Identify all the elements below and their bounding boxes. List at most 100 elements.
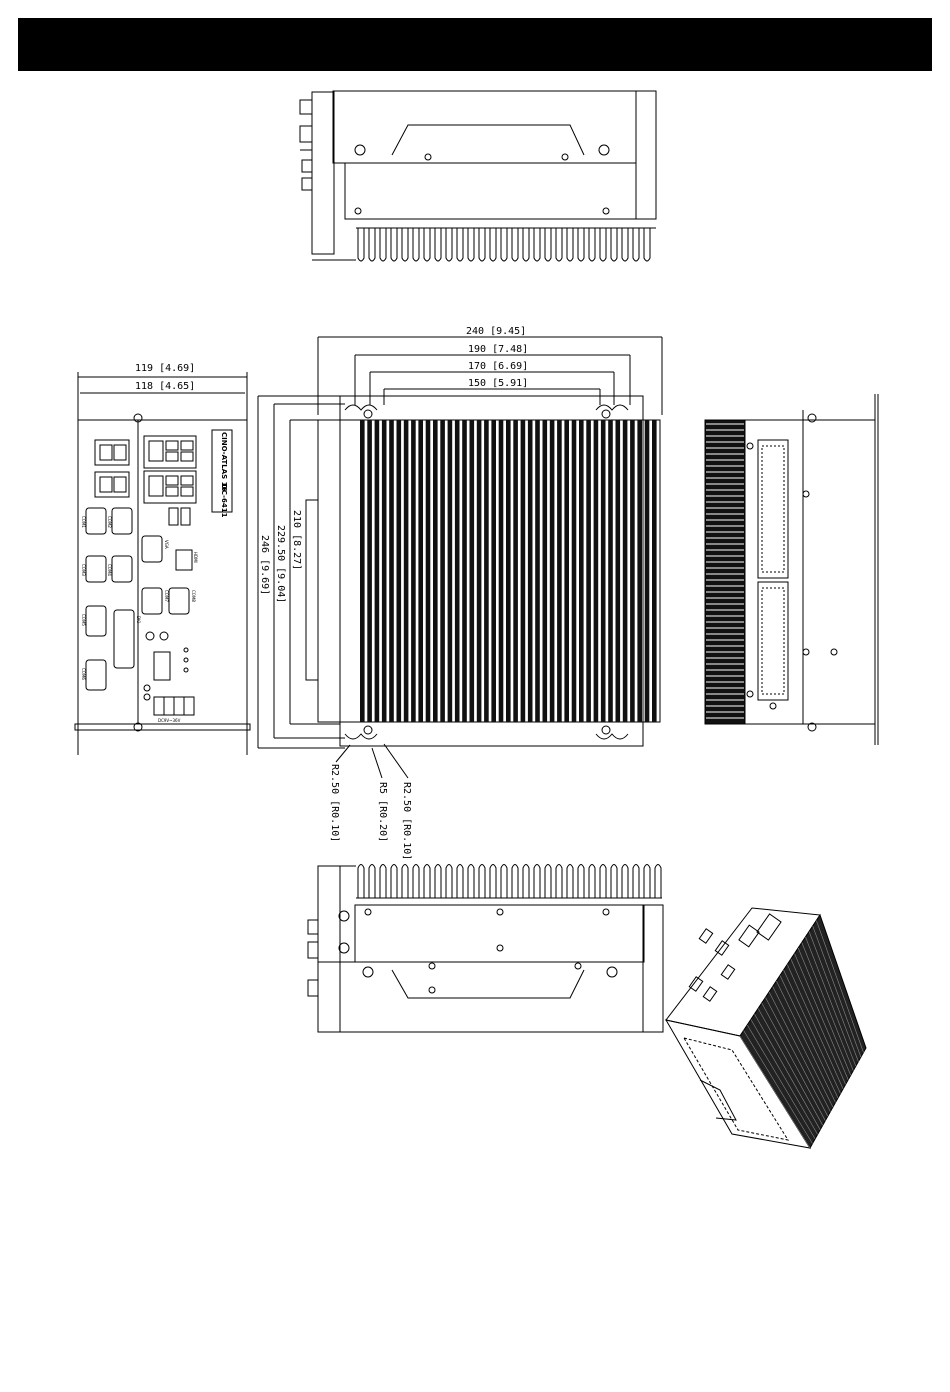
radius-label-left: R2.50 [R0.10] bbox=[329, 764, 340, 842]
top-view-upper-chassis bbox=[333, 91, 636, 163]
screw-icon bbox=[603, 909, 609, 915]
ground-icon bbox=[144, 685, 150, 691]
mount-slot-icon bbox=[596, 734, 628, 739]
heatsink-fin bbox=[645, 420, 650, 722]
usb-port-icon bbox=[181, 508, 190, 525]
front-panel-view: 119 [4.69] 118 [4.65] CINO-ATLAS 16 D bbox=[75, 363, 250, 755]
vga-label: VGA bbox=[164, 540, 169, 549]
dio-port-icon bbox=[114, 610, 134, 668]
heatsink-fin bbox=[470, 420, 475, 722]
com-port-icon bbox=[86, 660, 106, 690]
dim-front-119: 119 [4.69] bbox=[135, 363, 195, 374]
heatsink-fin bbox=[521, 420, 526, 722]
heatsink-fin bbox=[462, 420, 467, 722]
heatsink-fin bbox=[586, 420, 591, 722]
heatsink-fin bbox=[389, 420, 394, 722]
heatsink-fin bbox=[367, 420, 372, 722]
heatsink-fin bbox=[448, 420, 453, 722]
heatsink-fin bbox=[433, 420, 438, 722]
hdmi-label: HDMI bbox=[193, 552, 198, 563]
com8-label: COM8 bbox=[191, 590, 196, 602]
heatsink-fin bbox=[564, 420, 569, 722]
top-view-end-cap bbox=[636, 91, 656, 219]
com-port-icon bbox=[86, 508, 106, 534]
heatsink-fin bbox=[572, 420, 577, 722]
heatsink-fin bbox=[360, 420, 365, 722]
heatsink-fin bbox=[484, 420, 489, 722]
com-port-icon bbox=[142, 588, 162, 614]
com-port-icon bbox=[112, 556, 132, 582]
screw-icon bbox=[575, 963, 581, 969]
screw-icon bbox=[497, 909, 503, 915]
rear-side-cover bbox=[803, 420, 875, 724]
screw-icon bbox=[429, 987, 435, 993]
com7-label: COM7 bbox=[164, 590, 169, 602]
vga-port-icon bbox=[142, 536, 162, 562]
heatsink-fin bbox=[506, 420, 511, 722]
heatsink-fin bbox=[630, 420, 635, 722]
heatsink-fin bbox=[491, 420, 496, 722]
rear-view bbox=[705, 394, 878, 745]
com-port-icon bbox=[169, 588, 189, 614]
bottom-view-cutout bbox=[392, 970, 584, 998]
heatsink-fin bbox=[557, 420, 562, 722]
screw-icon bbox=[365, 909, 371, 915]
dim-210: 210 [8.27] bbox=[291, 510, 302, 570]
top-view-lower-chassis bbox=[345, 163, 636, 219]
radius-label-right: R2.50 [R0.10] bbox=[401, 782, 412, 860]
bottom-view-front-panel bbox=[318, 866, 340, 1032]
top-side-view bbox=[300, 91, 656, 261]
dim-170: 170 [6.69] bbox=[468, 361, 528, 372]
heatsink-fin bbox=[550, 420, 555, 722]
com-port-icon bbox=[86, 606, 106, 636]
screw-icon bbox=[603, 208, 609, 214]
bottom-view-lower-chassis bbox=[340, 962, 643, 1032]
heatsink-fin bbox=[440, 420, 445, 722]
heatsink-fin bbox=[477, 420, 482, 722]
heatsink-fin bbox=[455, 420, 460, 722]
screw-icon bbox=[355, 145, 365, 155]
com-port-icon bbox=[112, 508, 132, 534]
antenna-icon bbox=[160, 632, 168, 640]
dim-190: 190 [7.48] bbox=[468, 344, 528, 355]
dim-246: 246 [9.69] bbox=[259, 535, 270, 595]
screw-icon bbox=[355, 208, 361, 214]
bottom-view-fins bbox=[358, 865, 661, 899]
dim-229: 229.50 [9.04] bbox=[275, 525, 286, 603]
hdmi-port-icon bbox=[176, 550, 192, 570]
screw-icon bbox=[562, 154, 568, 160]
heatsink-fin bbox=[623, 420, 628, 722]
dim-240: 240 [9.45] bbox=[466, 326, 526, 337]
heatsink-fin bbox=[426, 420, 431, 722]
heatsink-fin bbox=[375, 420, 380, 722]
screw-icon bbox=[497, 945, 503, 951]
heatsink-fin bbox=[418, 420, 423, 722]
mount-slot-icon bbox=[345, 405, 377, 410]
isometric-view bbox=[666, 908, 866, 1148]
dim-150: 150 [5.91] bbox=[468, 378, 528, 389]
top-view-front-panel bbox=[312, 92, 334, 254]
brand-label: CINO-ATLAS 16 bbox=[220, 432, 228, 491]
heatsink-fin bbox=[411, 420, 416, 722]
heatsink-fin bbox=[637, 420, 642, 722]
screw-icon bbox=[607, 967, 617, 977]
screw-icon bbox=[425, 154, 431, 160]
com2-label: COM2 bbox=[107, 516, 112, 528]
top-view-fins bbox=[358, 228, 650, 261]
com-ports bbox=[86, 508, 192, 690]
antenna-icon bbox=[146, 632, 154, 640]
heatsink-fin bbox=[652, 420, 657, 722]
model-label: DC-6411 bbox=[220, 484, 228, 518]
heatsink-fin bbox=[594, 420, 599, 722]
plan-view: 240 [9.45] 190 [7.48] 170 [6.69] 150 [5.… bbox=[258, 326, 662, 860]
com3-label: COM3 bbox=[81, 564, 86, 576]
heatsink-fin bbox=[535, 420, 540, 722]
screw-icon bbox=[363, 967, 373, 977]
heatsink-fin bbox=[528, 420, 533, 722]
top-view-cutout bbox=[392, 125, 584, 155]
plan-heatsink-fins bbox=[360, 420, 657, 722]
heatsink-fin bbox=[382, 420, 387, 722]
usb-port-icon bbox=[169, 508, 178, 525]
dim-front-118: 118 [4.65] bbox=[135, 381, 195, 392]
heatsink-fin bbox=[543, 420, 548, 722]
